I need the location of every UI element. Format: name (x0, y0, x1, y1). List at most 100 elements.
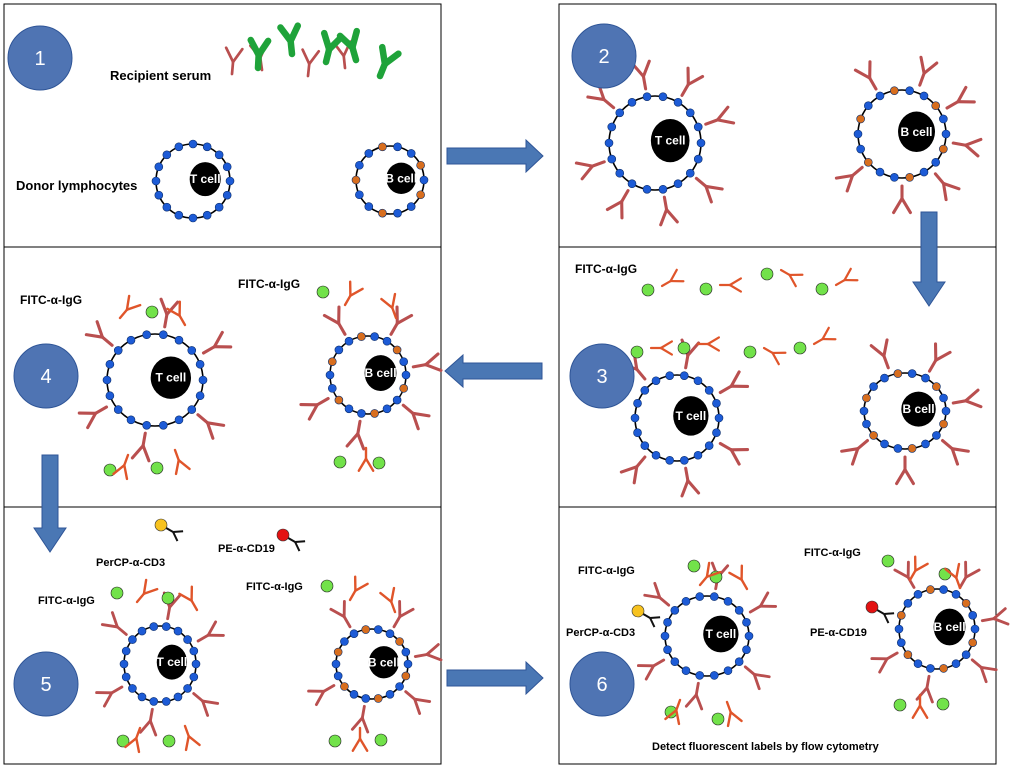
surface-antigen (393, 208, 402, 218)
surface-antigen (183, 635, 192, 644)
surface-antigen (862, 419, 871, 429)
bound-antibody (413, 643, 443, 662)
surface-antigen (663, 645, 672, 654)
p5-percp-label: PerCP-α-CD3 (96, 557, 165, 569)
fitc-fluorophore (328, 734, 342, 748)
surface-antigen (340, 637, 349, 646)
bound-antibody (77, 405, 109, 430)
surface-antigen (880, 439, 889, 449)
panel-frames (3, 3, 997, 765)
fitc-fluorophore (374, 733, 388, 747)
fitc-anti-igg (380, 292, 398, 320)
p4-t-cell: T cell (102, 330, 208, 430)
surface-antigen (968, 638, 978, 647)
fitc-anti-igg (135, 578, 159, 604)
surface-antigen (344, 336, 354, 346)
fitc-fluorophore (630, 345, 644, 359)
bound-antibody (95, 685, 124, 708)
bound-antibody (130, 431, 151, 463)
p6-pe-label: PE-α-CD19 (810, 627, 867, 639)
fitc-anti-igg (118, 294, 142, 320)
fitc-fluorophore (641, 283, 655, 297)
surface-antigen (607, 122, 617, 132)
bound-antibody (933, 172, 961, 202)
bound-antibody (159, 297, 180, 329)
p5-b-cell: B cell (331, 625, 413, 703)
surface-antigen (344, 404, 354, 414)
percp-anti-cd3 (631, 604, 661, 628)
surface-antigen (174, 142, 184, 152)
fitc-anti-igg (357, 446, 375, 473)
igg-antibody (376, 43, 402, 80)
surface-antigen (660, 631, 670, 641)
surface-antigen (401, 647, 411, 657)
surface-antigen (961, 598, 971, 608)
fitc-anti-igg (348, 575, 369, 602)
surface-antigen (333, 671, 343, 681)
surface-antigen (113, 346, 123, 355)
bound-antibody (299, 396, 330, 421)
surface-antigen (869, 382, 878, 391)
fitc-anti-igg (728, 564, 749, 591)
surface-antigen (665, 456, 675, 465)
surface-antigen (373, 694, 383, 703)
surface-antigen (191, 659, 201, 669)
surface-antigen (327, 357, 337, 366)
bound-antibody (631, 59, 651, 91)
step-3-circle (569, 343, 635, 409)
surface-antigen (642, 184, 652, 194)
step-5-circle (13, 651, 79, 717)
igg-antibody (247, 36, 272, 72)
bound-antibody (951, 137, 983, 158)
surface-antigen (159, 421, 168, 430)
fitc-anti-igg (649, 340, 674, 356)
fitc-anti-igg (911, 693, 929, 720)
surface-antigen (222, 162, 232, 172)
recipient-antibody (301, 48, 321, 78)
fitc-anti-igg (183, 724, 201, 752)
surface-antigen (919, 91, 929, 101)
surface-antigen (679, 456, 689, 465)
surface-antigen (401, 671, 411, 681)
bound-antibody (895, 455, 915, 486)
p2-b-cell: B cell (853, 86, 951, 182)
step-6-circle (569, 651, 635, 717)
surface-antigen (173, 626, 183, 636)
fitc-anti-igg (698, 561, 722, 587)
fitc-anti-igg (664, 698, 682, 726)
bound-antibody (659, 195, 679, 227)
p5-fitc-label-left: FITC-α-IgG (38, 595, 95, 607)
surface-antigen (695, 671, 705, 680)
fitc-fluorophore (333, 455, 347, 469)
step-2-circle (571, 23, 637, 89)
bound-antibody (951, 388, 983, 409)
arrow-down-4-to-5 (33, 454, 67, 553)
surface-antigen (121, 646, 131, 656)
surface-antigen (162, 202, 172, 212)
arrow-down-2-to-3 (912, 211, 946, 307)
surface-antigen (939, 664, 948, 673)
step-1-number: 1 (34, 48, 45, 70)
cell-label: B cell (365, 366, 397, 380)
surface-antigen (890, 173, 899, 182)
bound-antibody (869, 338, 890, 370)
surface-antigen (931, 101, 941, 111)
surface-antigen (658, 184, 668, 194)
bound-antibody (915, 674, 934, 704)
cell-label: B cell (901, 125, 933, 139)
surface-antigen (663, 618, 672, 627)
bound-antibody (958, 560, 981, 589)
surface-antigen (742, 618, 751, 627)
surface-antigen (340, 682, 349, 691)
surface-antigen (403, 659, 413, 669)
surface-antigen (174, 335, 184, 345)
fitc-anti-igg (660, 268, 685, 288)
surface-antigen (856, 114, 865, 124)
fitc-fluorophore (687, 559, 701, 573)
surface-antigen (142, 330, 151, 339)
surface-antigen (734, 657, 744, 667)
surface-antigen (137, 626, 147, 636)
bound-antibody (636, 658, 666, 681)
surface-antigen (633, 398, 642, 408)
arrow-right-5-to-6 (446, 660, 544, 696)
